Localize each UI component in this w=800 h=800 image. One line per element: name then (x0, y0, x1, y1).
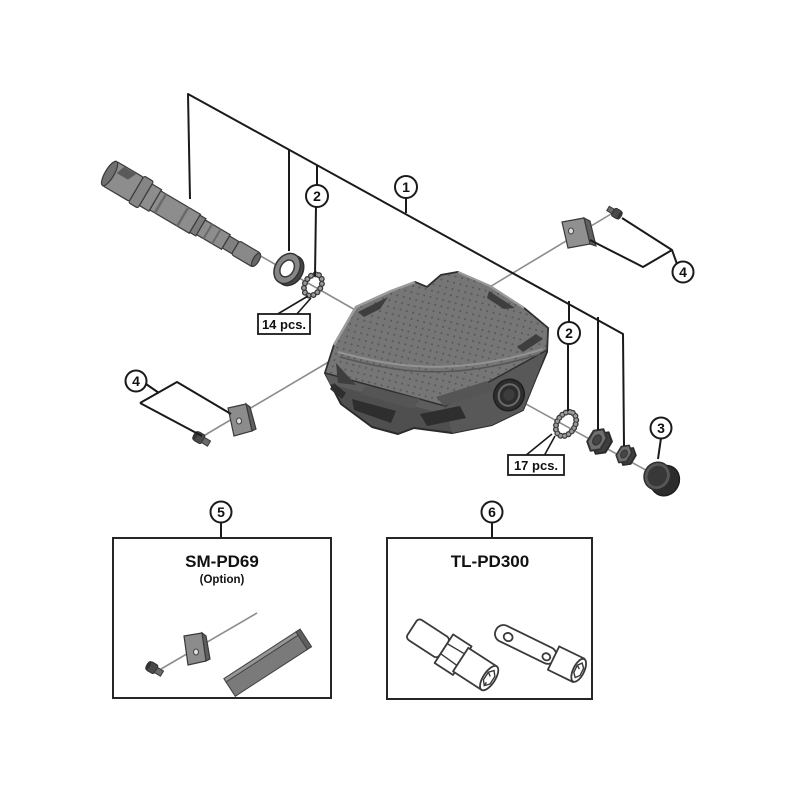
qty-label-14pcs: 14 pcs. (257, 295, 312, 335)
tool-box: 6 TL-PD300 (386, 500, 593, 700)
pedal-axle (100, 160, 262, 268)
svg-text:2: 2 (565, 325, 573, 341)
svg-text:4: 4 (132, 373, 140, 389)
reflector-plate-right (561, 216, 597, 249)
callout-5: 5 (217, 504, 225, 520)
pedal-body (324, 271, 549, 435)
callout-2-right: 2 (557, 321, 581, 345)
qty-label-17pcs: 17 pcs. (507, 433, 565, 476)
tube-wrench-tool (494, 624, 587, 683)
callout-6: 6 (488, 504, 496, 520)
reflector-plate-left (227, 402, 257, 437)
svg-text:1: 1 (402, 179, 410, 195)
inner-lock-nut (586, 428, 613, 455)
qty-14pcs-text: 14 pcs. (262, 317, 306, 332)
assembly-bracket-lines (187, 93, 662, 460)
callout-3: 3 (649, 416, 673, 440)
serrated-washer-14pcs (300, 271, 326, 299)
callout-1: 1 (394, 175, 418, 199)
end-cap (643, 461, 681, 497)
socket-adapter-tool (406, 618, 500, 692)
reflector-leader-right (589, 217, 678, 268)
option-parts-box: 5 SM-PD69 (Option) (112, 500, 332, 699)
callout-4-left: 4 (124, 369, 148, 393)
sm-pd69-screw (145, 660, 165, 677)
option-box-subtitle: (Option) (200, 574, 245, 586)
serrated-washer-17pcs (552, 408, 580, 440)
outer-lock-nut (615, 444, 637, 466)
callout-2-left: 2 (305, 184, 329, 208)
sm-pd69-reflector-bar (223, 628, 313, 697)
tool-box-title: TL-PD300 (451, 552, 529, 571)
dust-seal-ring (273, 252, 305, 287)
pedal-spindle-bore (492, 378, 526, 412)
reflector-screw-right (606, 205, 623, 220)
svg-text:4: 4 (679, 264, 687, 280)
svg-text:3: 3 (657, 420, 665, 436)
callout-4-right: 4 (671, 260, 695, 284)
reflector-leader-left (139, 381, 232, 437)
svg-text:2: 2 (313, 188, 321, 204)
reflector-screw-left (192, 430, 212, 447)
sm-pd69-plate (183, 631, 211, 666)
option-box-title: SM-PD69 (185, 552, 259, 571)
qty-17pcs-text: 17 pcs. (514, 458, 558, 473)
